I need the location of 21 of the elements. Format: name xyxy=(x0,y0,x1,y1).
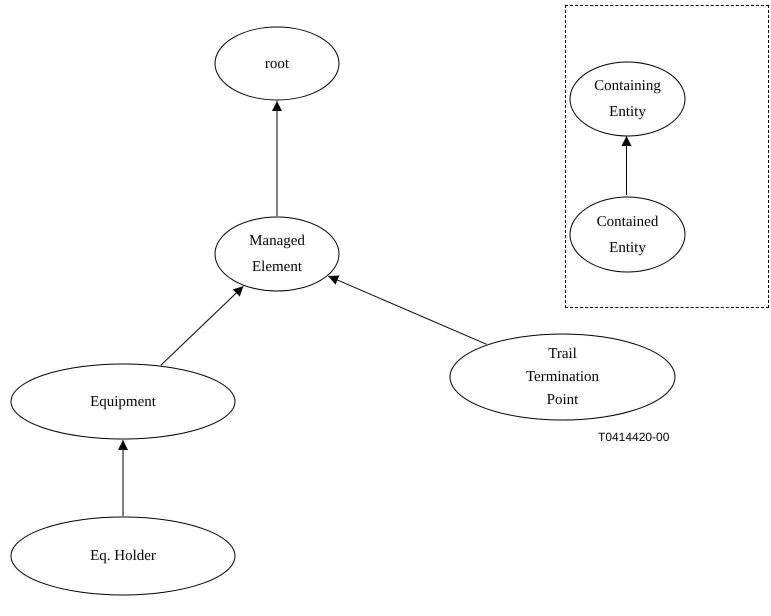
node-label: Managed Element xyxy=(248,232,306,277)
node-label: root xyxy=(264,54,290,74)
arrow xyxy=(328,275,488,345)
arrow xyxy=(118,440,128,516)
node-label: Containing Entity xyxy=(593,77,662,122)
arrow xyxy=(160,286,244,366)
ellipse-node xyxy=(214,216,340,292)
figure-code: T0414420-00 xyxy=(598,429,670,446)
node-label: Trail Termination Point xyxy=(524,344,600,410)
ellipse-node xyxy=(569,61,686,137)
ellipse-node xyxy=(10,363,236,440)
dashed-frame xyxy=(565,5,769,308)
ellipse-node xyxy=(214,26,340,101)
ellipse-node xyxy=(449,333,676,421)
node-label: Contained Entity xyxy=(596,212,660,258)
node-label: Equipment xyxy=(89,392,157,412)
ellipse-node xyxy=(10,516,236,596)
arrow xyxy=(272,100,282,216)
arrow xyxy=(622,136,632,196)
ellipse-node xyxy=(569,196,686,273)
node-label: Eq. Holder xyxy=(89,547,157,566)
